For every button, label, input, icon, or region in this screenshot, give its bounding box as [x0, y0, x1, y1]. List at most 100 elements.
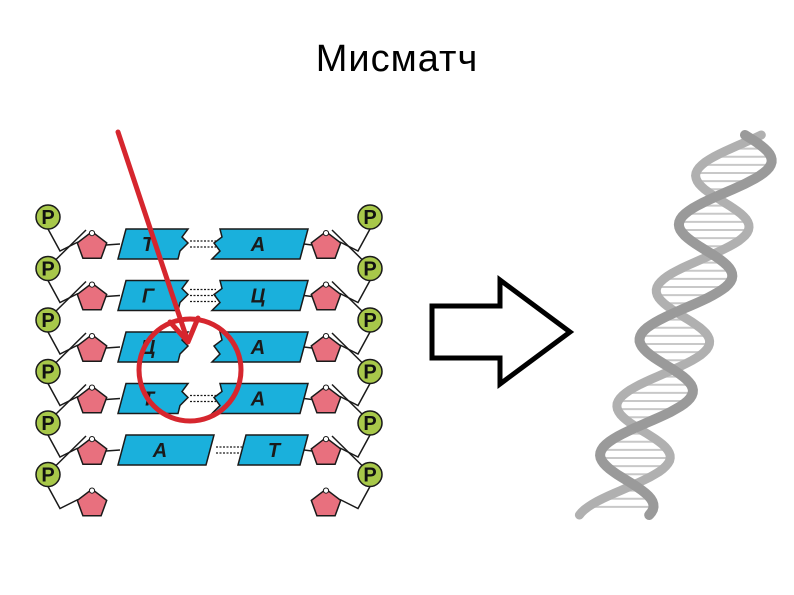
base-right-label: А [250, 337, 265, 359]
sugar-oxygen [88, 333, 96, 340]
sugar-oxygen [322, 281, 330, 288]
sugar-oxygen [88, 436, 96, 443]
sugar-left [76, 230, 108, 260]
glycosidic-bond-left [105, 346, 121, 349]
slide-title: Мисматч [315, 38, 479, 80]
backbone-right-link [331, 332, 363, 364]
phosphate-left: P [35, 255, 61, 282]
red-arrow-icon [115, 129, 201, 345]
base-left-label: Г [142, 286, 156, 308]
phosphate-circle [357, 358, 383, 385]
phosphate-label: P [363, 259, 376, 281]
backbone-right [339, 383, 371, 407]
phosphate-right: P [357, 358, 383, 385]
backbone-right-link [331, 229, 363, 261]
backbone-left [47, 280, 79, 304]
sugar-pentagon [310, 230, 342, 260]
sugar-oxygen [322, 384, 330, 391]
backbone-left-spacer [52, 197, 80, 207]
backbone-right-link [331, 280, 363, 312]
dna-double-helix-icon [574, 130, 777, 520]
backbone-right [339, 434, 371, 458]
phosphate-left: P [35, 307, 61, 333]
phosphate-right: P [357, 255, 383, 282]
sugar-right [310, 230, 342, 260]
sugar-oxygen [322, 487, 330, 494]
glycosidic-bond-left [105, 243, 121, 246]
sugar-right [310, 281, 342, 311]
phosphate-circle [35, 410, 61, 436]
base-right [210, 279, 309, 312]
sugar-pentagon [76, 488, 108, 517]
sugar-right [310, 487, 342, 517]
sugar-pentagon [310, 333, 342, 363]
phosphate-circle [357, 461, 383, 488]
phosphate-circle [35, 461, 61, 488]
sugar-left [76, 281, 108, 311]
sugar-left [76, 436, 108, 466]
phosphate-circle [35, 358, 61, 385]
sugar-oxygen [88, 487, 96, 494]
phosphate-label: P [363, 362, 376, 384]
backbone-left [47, 383, 79, 407]
sugar-pentagon [76, 230, 108, 260]
glycosidic-bond-left [105, 294, 121, 298]
glycosidic-bond-right [303, 346, 313, 349]
backbone-left-link [55, 435, 87, 467]
base-left [117, 382, 190, 415]
backbone-left [47, 228, 79, 252]
base-left [117, 434, 215, 466]
phosphate-label: P [41, 259, 54, 281]
phosphate-circle [357, 204, 383, 230]
glycosidic-bond-right [303, 294, 313, 298]
phosphate-right: P [357, 204, 383, 230]
sugar-pentagon [76, 282, 108, 311]
glycosidic-bond-right [303, 449, 313, 452]
sugar-right [310, 436, 342, 466]
base-right [237, 434, 309, 466]
sugar-oxygen [88, 230, 96, 237]
phosphate-circle [357, 255, 383, 282]
sugar-left [76, 333, 108, 363]
phosphate-right: P [357, 307, 383, 333]
phosphate-label: P [363, 465, 376, 487]
sugar-pentagon [310, 385, 342, 414]
sugar-pentagon [76, 436, 108, 466]
base-right-label: А [250, 234, 265, 256]
base-right [210, 228, 309, 260]
red-circle-icon [136, 316, 244, 424]
sugar-left [76, 384, 108, 414]
phosphate-label: P [41, 465, 54, 487]
phosphate-label: P [363, 413, 376, 435]
backbone-left [47, 331, 79, 355]
phosphate-right: P [357, 461, 383, 488]
sugar-pentagon [310, 488, 342, 517]
phosphate-right: P [357, 410, 383, 436]
backbone-right [339, 486, 371, 510]
sugar-pentagon [76, 385, 108, 414]
backbone-left-link [55, 383, 87, 415]
helix-strand-front [595, 130, 777, 520]
arrow-head [167, 315, 201, 345]
glycosidic-bond-left [105, 449, 121, 452]
phosphate-label: P [41, 310, 54, 332]
sugar-pentagon [310, 436, 342, 466]
sugar-right [310, 333, 342, 363]
mismatch-markers [115, 129, 244, 424]
backbone-left [47, 486, 79, 510]
sugar-pentagon [310, 282, 342, 311]
base-right [210, 331, 309, 363]
transition-arrow-shape [429, 275, 575, 389]
phosphate-label: P [41, 413, 54, 435]
glycosidic-bond-right [303, 243, 313, 246]
base-left-label: А [152, 440, 167, 462]
sugar-oxygen [88, 281, 96, 288]
phosphate-circle [35, 204, 61, 230]
glycosidic-bond-right [303, 397, 313, 401]
base-right-label: А [250, 389, 265, 411]
backbone-right [339, 331, 371, 355]
arrow-shaft [115, 129, 189, 339]
phosphate-circle [35, 307, 61, 333]
backbone-right [339, 228, 371, 252]
phosphate-circle [35, 255, 61, 282]
